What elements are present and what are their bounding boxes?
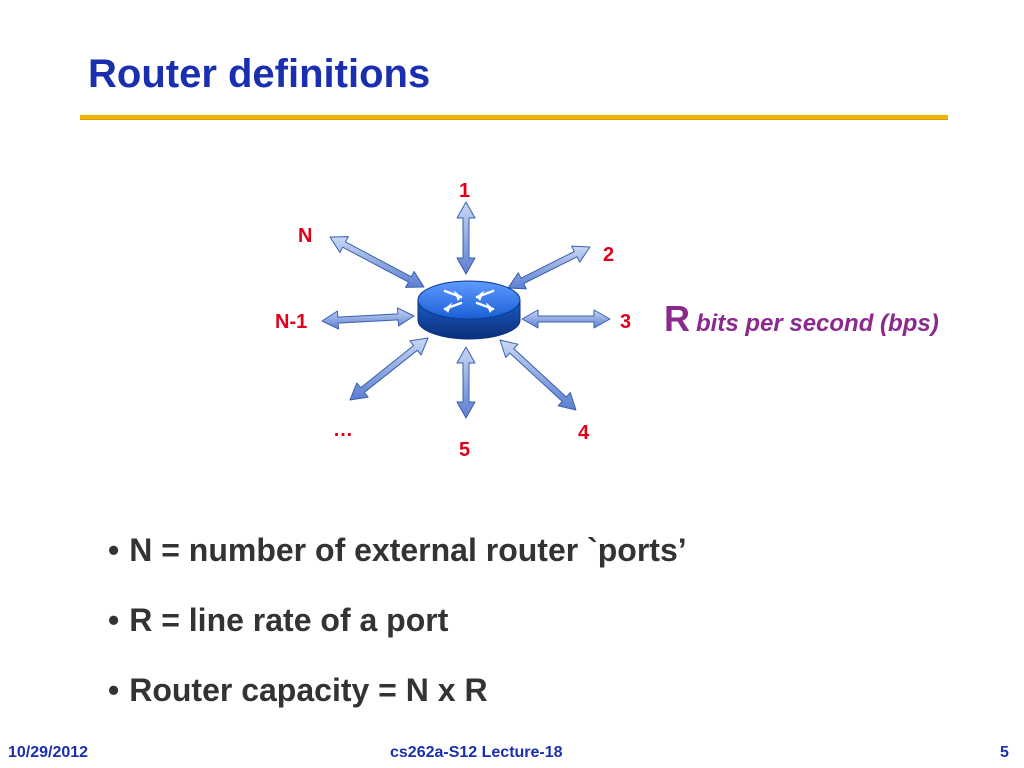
list-item: •R = line rate of a port [108,598,687,668]
port-links [321,201,611,419]
link-port-5 [456,346,476,419]
port-label-4: 4 [578,422,590,444]
bullet-icon: • [108,532,120,568]
bullet-icon: • [108,602,120,638]
title-divider [80,115,948,120]
link-port-n-minus-1 [321,307,415,330]
footer-course: cs262a-S12 Lecture-18 [390,744,563,761]
rate-symbol: R [664,298,690,339]
port-label-2: 2 [603,244,614,266]
bullet-text: Router capacity = N x R [129,672,488,708]
port-label-5: 5 [459,439,470,461]
port-label-3: 3 [620,311,631,333]
port-label-1: 1 [459,180,470,202]
slide-title: Router definitions [88,52,431,96]
bullet-text: R = line rate of a port [129,602,449,638]
list-item: •N = number of external router `ports’ [108,528,687,598]
footer-page-number: 5 [1000,744,1009,761]
port-label-ellipsis: … [333,419,353,441]
definition-list: •N = number of external router `ports’ •… [108,528,687,738]
rate-units: bits per second (bps) [696,310,939,337]
link-port-ellipsis [349,337,429,401]
footer-date: 10/29/2012 [8,744,89,761]
link-port-n [329,236,425,288]
link-port-2 [507,245,591,290]
bullet-text: N = number of external router `ports’ [129,532,687,568]
bullet-icon: • [108,672,120,708]
link-port-3 [521,309,611,329]
list-item: •Router capacity = N x R [108,668,687,738]
port-label-n: N [298,225,312,247]
router-icon [417,280,521,340]
port-label-n-minus-1: N-1 [275,311,307,333]
link-port-4 [499,339,577,411]
link-port-1 [456,201,476,275]
